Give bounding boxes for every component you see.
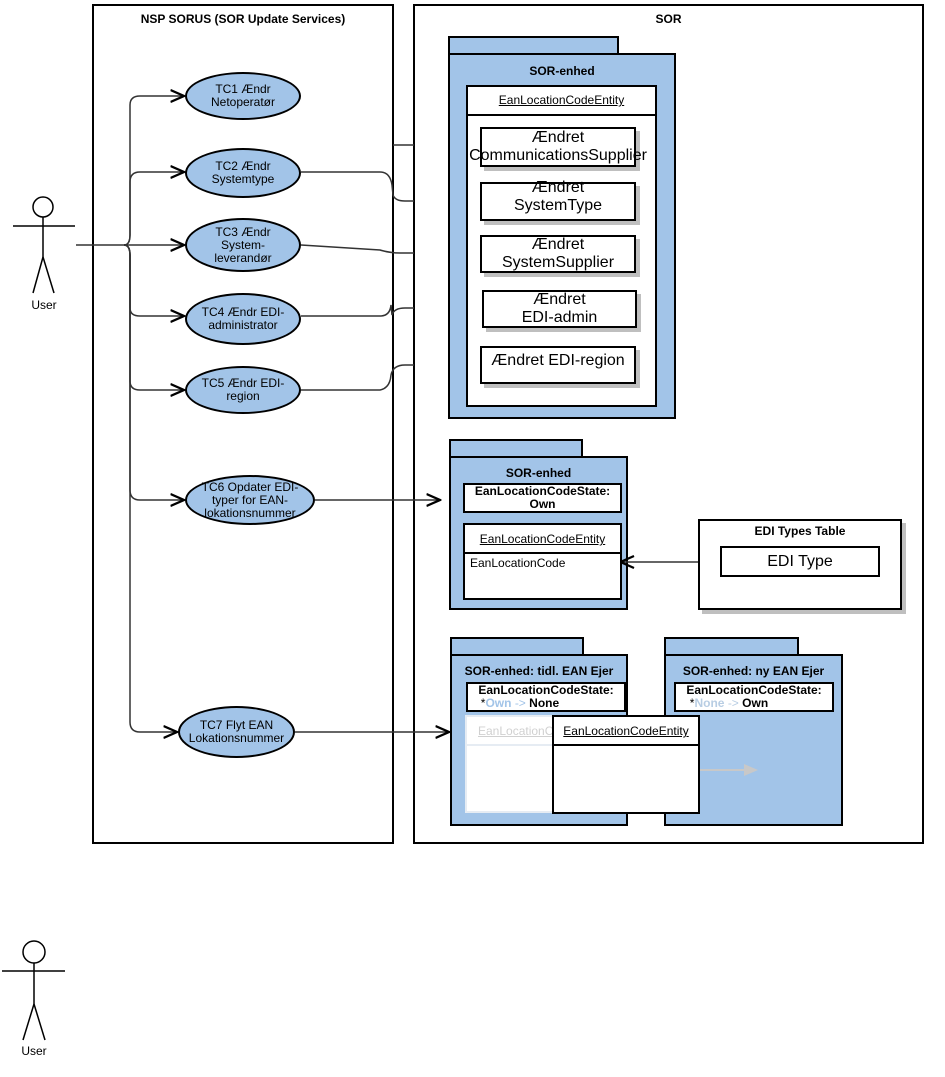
package2-state-value: Own bbox=[529, 497, 556, 511]
tc2-line2: Systemtype bbox=[211, 172, 275, 186]
item4-line2: EDI-admin bbox=[521, 309, 598, 326]
tc1-line2: Netoperatør bbox=[210, 95, 276, 109]
tc7-line2: Lokationsnummer bbox=[188, 731, 285, 745]
tc4-line2: administrator bbox=[208, 318, 278, 332]
package2-entity-divider bbox=[463, 552, 622, 554]
edi-type-label: EDI Type bbox=[767, 552, 833, 570]
item5-line1: Ændret EDI-region bbox=[491, 352, 625, 369]
item2-line1: Ændret bbox=[531, 178, 585, 196]
package3-state-prefix: * bbox=[480, 696, 486, 710]
package3-ghost-entity: EanLocationC bbox=[478, 724, 554, 738]
package3-title: SOR-enhed: tidl. EAN Ejer bbox=[464, 664, 614, 678]
item3-line1: Ændret bbox=[531, 236, 585, 253]
tc3-line2: System- bbox=[220, 237, 265, 252]
tc5-line1: TC5 Ændr EDI- bbox=[201, 376, 285, 390]
tc3-line3: leverandør bbox=[214, 250, 272, 265]
tc3-line1: TC3 Ændr bbox=[215, 224, 271, 239]
package2-attribute: EanLocationCode bbox=[470, 556, 566, 570]
package1-tab bbox=[448, 36, 619, 55]
item1-line2: CommunicationsSupplier bbox=[469, 147, 647, 164]
package3-state-new: None bbox=[529, 696, 560, 710]
package4-state-prefix: * bbox=[689, 696, 695, 710]
tc5-to-sor bbox=[301, 364, 414, 391]
moved-entity-name: EanLocationCodeEntity bbox=[563, 724, 689, 738]
package2-state-label: EanLocationCodeState: bbox=[474, 484, 611, 498]
item4-line1: Ændret bbox=[533, 291, 586, 308]
item2-line2: SystemType bbox=[513, 196, 603, 214]
package1-entity-divider bbox=[466, 114, 657, 116]
moved-entity[interactable] bbox=[552, 715, 700, 814]
actor2-figure bbox=[2, 940, 65, 1041]
package2-entity bbox=[463, 523, 622, 600]
tc3-to-sor bbox=[300, 244, 414, 254]
package3-state-label: EanLocationCodeState: bbox=[478, 683, 614, 697]
tc6-line3: lokationsnummer bbox=[204, 505, 296, 520]
tc4-to-sor bbox=[301, 304, 414, 317]
package1-item-ediregion[interactable]: Ændret EDI-region bbox=[480, 346, 636, 384]
package1-title: SOR-enhed bbox=[529, 64, 595, 78]
tc6-line1: TC6 Opdater EDI- bbox=[201, 479, 299, 494]
item1-line1: Ændret bbox=[531, 129, 585, 146]
moved-entity-divider bbox=[552, 744, 700, 746]
tc2-to-sor bbox=[301, 171, 414, 202]
usecase-tc4[interactable]: TC4 Ændr EDI-administrator bbox=[185, 293, 301, 345]
sor-title: SOR bbox=[655, 12, 682, 26]
actor1-label: User bbox=[31, 298, 57, 312]
actor1-figure bbox=[13, 196, 75, 294]
tc7-line1: TC7 Flyt EAN bbox=[199, 718, 274, 732]
package3-state: EanLocationCodeState: *Own -> None bbox=[466, 682, 626, 712]
package1-entity-name: EanLocationCodeEntity bbox=[498, 93, 625, 107]
package4-state-arrow: -> bbox=[727, 696, 739, 710]
link-tc2 bbox=[123, 172, 184, 246]
package2-state: EanLocationCodeState:Own bbox=[463, 483, 622, 513]
nsp-sorus-title: NSP SORUS (SOR Update Services) bbox=[140, 12, 346, 26]
package2-entity-name: EanLocationCodeEntity bbox=[479, 532, 606, 546]
package4-tab bbox=[664, 637, 799, 656]
usecase-tc5[interactable]: TC5 Ændr EDI-region bbox=[185, 366, 301, 414]
package2-title: SOR-enhed bbox=[505, 466, 572, 480]
actor2-label: User bbox=[21, 1044, 47, 1058]
edi-type-item[interactable]: EDI Type bbox=[720, 546, 880, 577]
tc1-line1: TC1 Ændr bbox=[215, 82, 271, 96]
package4-state-new: Own bbox=[742, 696, 769, 710]
edi-types-table-title: EDI Types Table bbox=[754, 524, 846, 538]
nsp-sorus-boundary bbox=[92, 4, 394, 844]
package3-state-arrow: -> bbox=[514, 696, 526, 710]
package2-tab bbox=[449, 439, 583, 458]
tc4-line1: TC4 Ændr EDI- bbox=[201, 305, 285, 319]
item3-line2: SystemSupplier bbox=[501, 254, 615, 271]
tc6-line2: typer for EAN- bbox=[211, 492, 288, 507]
package3-tab bbox=[450, 637, 584, 656]
package4-state-old: None bbox=[694, 696, 725, 710]
tc5-line2: region bbox=[226, 389, 260, 403]
move-arrow-head bbox=[744, 764, 758, 776]
package4-state-label: EanLocationCodeState: bbox=[686, 683, 822, 697]
package3-state-old: Own bbox=[485, 696, 512, 710]
usecase-tc6[interactable]: TC6 Opdater EDI-typer for EAN-lokationsn… bbox=[185, 475, 315, 525]
package4-title: SOR-enhed: ny EAN Ejer bbox=[682, 664, 825, 678]
link-tc7 bbox=[123, 244, 177, 732]
package4-state: EanLocationCodeState: *None -> Own bbox=[674, 682, 834, 712]
tc2-line1: TC2 Ændr bbox=[215, 159, 271, 173]
